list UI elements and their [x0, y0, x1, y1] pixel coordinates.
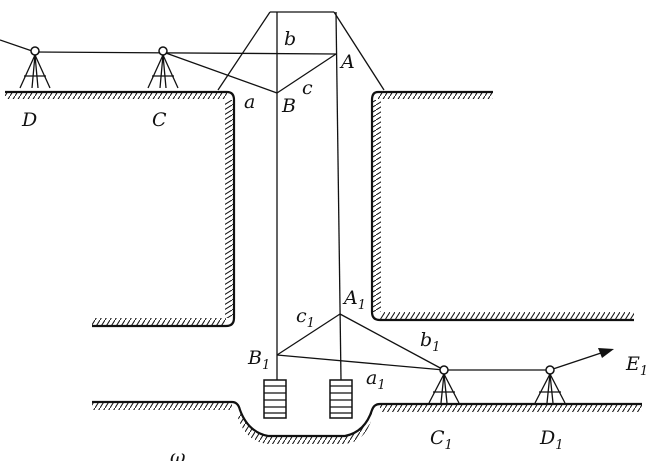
- left-shaft-hatch: [225, 100, 234, 318]
- ground-walls: [5, 90, 642, 444]
- line-d-to-a: [34, 51, 337, 55]
- headframe: [217, 11, 385, 381]
- label-b-point: B: [281, 95, 296, 117]
- right-shaft-wall: [370, 90, 634, 322]
- tripod-d1: [534, 365, 566, 404]
- label-c1-point: C1: [430, 427, 453, 453]
- plumb-weight-a1: [329, 379, 353, 419]
- label-bottom-fragment: ω: [170, 446, 186, 461]
- line-d1-to-e1: [549, 351, 605, 371]
- sump-hatch: [238, 410, 372, 444]
- label-a: a: [244, 91, 255, 113]
- label-a1-side: a1: [366, 367, 386, 393]
- label-d: D: [21, 109, 37, 131]
- labels: D C a B c b A A1 c1 b1 B1 a1 E1 C1 D1 ω: [21, 28, 648, 461]
- tripod-c: [147, 46, 179, 89]
- line-c-to-b: [162, 51, 278, 94]
- bottom-floor-right-hatch: [380, 404, 642, 412]
- plumb-wire-a: [335, 11, 342, 381]
- label-b1-side: b1: [420, 329, 440, 355]
- label-c: C: [152, 109, 167, 131]
- right-tunnel-roof-hatch: [380, 312, 634, 320]
- label-b1-point: B1: [247, 347, 270, 373]
- label-c-side: c: [302, 77, 313, 99]
- surface-left-hatch: [5, 92, 227, 99]
- label-c1: c1: [296, 305, 315, 331]
- bottom-floor-left-hatch: [92, 402, 232, 410]
- label-e1: E1: [625, 353, 648, 379]
- surface-triangle: [0, 39, 337, 94]
- orientation-line: [0, 39, 36, 53]
- headframe-left-leg: [217, 11, 271, 91]
- line-b1-to-a1: [276, 313, 341, 356]
- label-d1-point: D1: [539, 427, 564, 453]
- underground-triangle: [276, 313, 614, 371]
- label-a1: A1: [342, 287, 366, 313]
- line-b-to-a: [276, 53, 337, 94]
- label-b-side: b: [284, 28, 296, 50]
- line-b1-to-c1: [276, 354, 445, 371]
- tripod-c1: [428, 365, 460, 404]
- line-a1-to-c1: [339, 313, 445, 371]
- headframe-right-leg: [333, 11, 385, 91]
- tripod-d: [19, 46, 51, 89]
- label-a-point: A: [339, 51, 355, 73]
- right-shaft-hatch: [372, 100, 381, 312]
- arrow-e1-icon: [598, 348, 614, 358]
- plumb-weight-b1: [263, 379, 287, 419]
- upper-tunnel-roof-hatch: [92, 318, 226, 326]
- surface-right-hatch: [378, 92, 493, 99]
